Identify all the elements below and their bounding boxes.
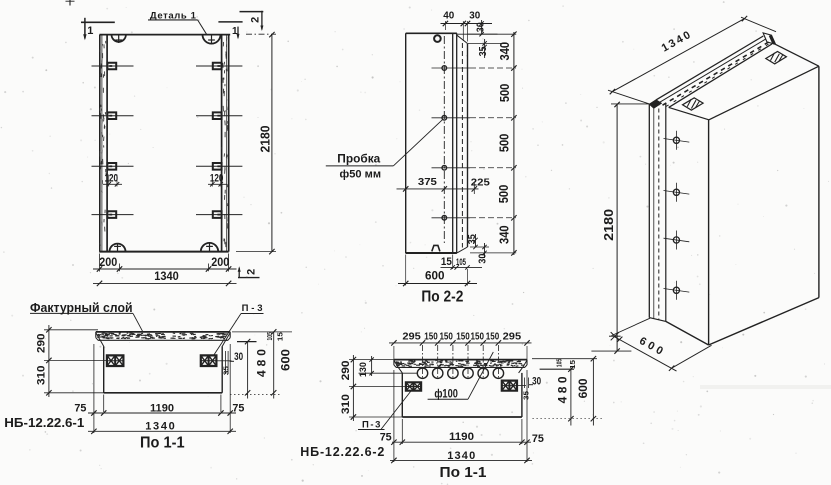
svg-text:120: 120 <box>210 173 224 185</box>
svg-text:Фактурный слой: Фактурный слой <box>30 300 133 315</box>
svg-text:150: 150 <box>439 331 453 343</box>
svg-text:30: 30 <box>469 10 480 22</box>
svg-text:310: 310 <box>36 365 48 385</box>
svg-text:2180: 2180 <box>601 209 616 241</box>
svg-text:По 2-2: По 2-2 <box>421 288 463 305</box>
svg-text:105: 105 <box>456 257 466 268</box>
svg-text:30: 30 <box>532 376 541 388</box>
svg-text:35: 35 <box>521 391 530 400</box>
svg-text:290: 290 <box>36 333 48 353</box>
svg-text:Пробка: Пробка <box>337 154 381 166</box>
svg-text:П-3: П-3 <box>242 303 263 314</box>
svg-text:НБ-12.22.6-2: НБ-12.22.6-2 <box>300 445 384 459</box>
svg-text:340: 340 <box>498 225 512 244</box>
svg-text:200: 200 <box>211 257 229 269</box>
svg-text:1190: 1190 <box>150 403 174 415</box>
svg-text:310: 310 <box>340 394 352 414</box>
svg-text:1190: 1190 <box>449 431 474 443</box>
svg-text:2: 2 <box>246 269 258 275</box>
svg-text:200: 200 <box>99 257 117 269</box>
svg-text:105: 105 <box>557 359 564 368</box>
svg-text:75: 75 <box>232 403 244 415</box>
svg-text:Деталь 1: Деталь 1 <box>150 10 197 21</box>
svg-text:500: 500 <box>498 134 512 153</box>
svg-text:1340: 1340 <box>145 421 175 433</box>
svg-text:40: 40 <box>443 10 454 22</box>
svg-text:1340: 1340 <box>447 450 475 462</box>
svg-text:15: 15 <box>276 332 285 341</box>
svg-text:ф100: ф100 <box>434 388 458 400</box>
svg-text:2: 2 <box>250 17 262 23</box>
svg-text:295: 295 <box>402 331 421 343</box>
svg-text:225: 225 <box>471 176 490 188</box>
svg-text:295: 295 <box>503 331 522 343</box>
svg-text:290: 290 <box>340 360 352 380</box>
svg-text:30: 30 <box>477 253 488 263</box>
svg-text:340: 340 <box>498 42 512 61</box>
svg-text:1: 1 <box>87 25 93 37</box>
svg-text:75: 75 <box>74 403 86 415</box>
svg-text:600: 600 <box>425 271 445 283</box>
svg-text:2180: 2180 <box>258 126 273 153</box>
svg-text:500: 500 <box>497 185 511 204</box>
svg-text:480: 480 <box>556 376 570 403</box>
svg-text:150: 150 <box>456 331 470 343</box>
svg-text:120: 120 <box>105 173 119 185</box>
svg-text:30: 30 <box>476 22 487 32</box>
svg-text:75: 75 <box>380 432 392 444</box>
svg-text:150: 150 <box>486 331 500 343</box>
svg-text:По 1-1: По 1-1 <box>140 434 185 451</box>
svg-text:35: 35 <box>222 366 231 375</box>
svg-text:130: 130 <box>358 362 369 377</box>
svg-text:30: 30 <box>234 351 243 363</box>
svg-text:600: 600 <box>576 378 590 398</box>
svg-text:75: 75 <box>532 433 544 445</box>
svg-text:15: 15 <box>568 360 577 369</box>
svg-text:1340: 1340 <box>154 271 179 283</box>
svg-text:375: 375 <box>418 176 437 188</box>
svg-text:600: 600 <box>278 349 292 371</box>
svg-text:НБ-12.22.6-1: НБ-12.22.6-1 <box>4 416 84 430</box>
svg-text:ф50 мм: ф50 мм <box>340 169 382 181</box>
svg-text:500: 500 <box>498 84 512 103</box>
svg-text:150: 150 <box>471 331 485 343</box>
svg-text:П-3: П-3 <box>362 419 381 430</box>
svg-text:15: 15 <box>441 256 452 268</box>
svg-text:150: 150 <box>424 331 438 343</box>
svg-text:480: 480 <box>254 349 268 377</box>
svg-text:35: 35 <box>467 234 478 244</box>
svg-text:35: 35 <box>478 46 489 56</box>
svg-text:105: 105 <box>267 332 274 341</box>
svg-text:По 1-1: По 1-1 <box>440 464 487 481</box>
svg-text:1: 1 <box>232 26 238 37</box>
